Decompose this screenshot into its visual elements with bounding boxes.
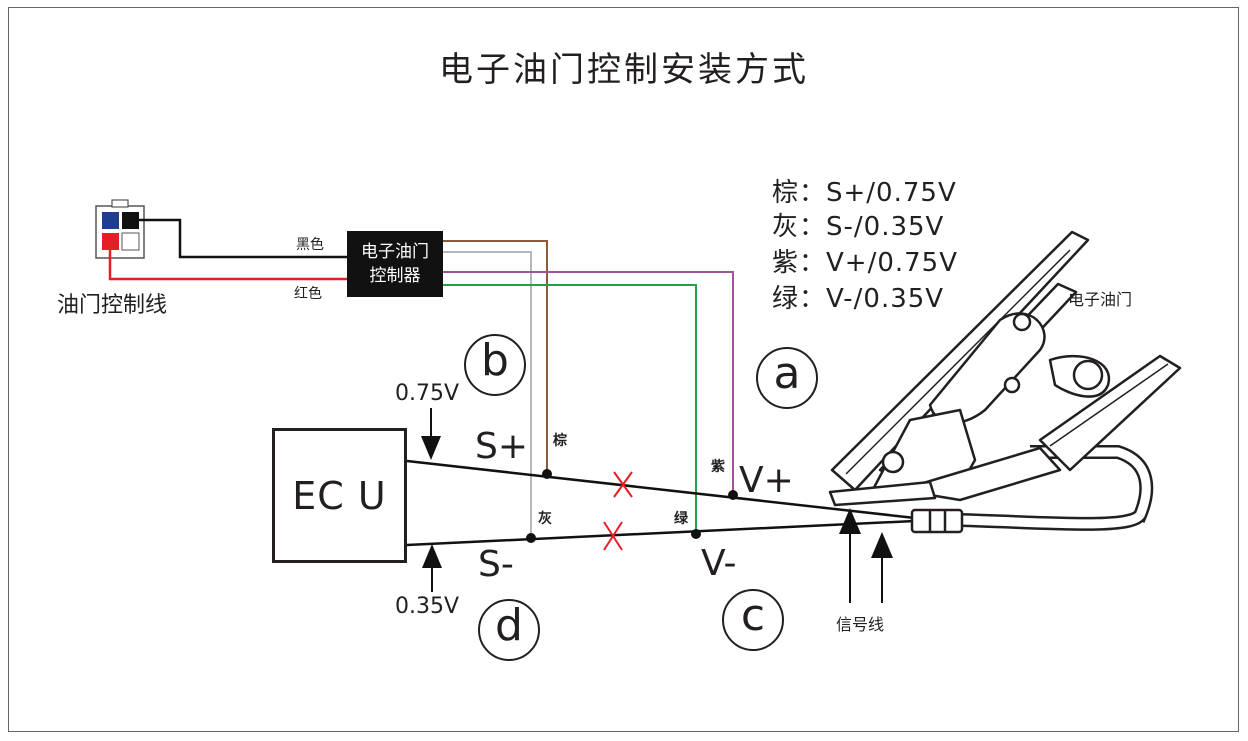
black-wire-label: 黑色 xyxy=(296,237,324,253)
signal-line-label: 信号线 xyxy=(836,615,885,634)
cut-mark-bottom xyxy=(603,521,623,551)
diagram-frame xyxy=(8,7,1239,732)
legend-brown: 棕：S+/0.75V xyxy=(772,178,957,208)
legend-green: 绿：V-/0.35V xyxy=(772,284,945,314)
grey-wire xyxy=(443,251,532,538)
connector-plug xyxy=(95,199,145,259)
throttle-controller-box: 电子油门 控制器 xyxy=(347,231,443,297)
arrow-035v xyxy=(422,544,442,592)
marker-a: a xyxy=(756,347,818,409)
junction-brown xyxy=(542,469,552,479)
signal-v-plus: V+ xyxy=(739,460,794,501)
controller-label-line1: 电子油门 xyxy=(361,242,429,262)
connector-label: 油门控制线 xyxy=(57,293,168,318)
signal-arrow-right xyxy=(871,532,893,603)
signal-s-plus: S+ xyxy=(475,426,529,467)
cut-mark-top xyxy=(613,471,633,498)
signal-s-minus: S- xyxy=(478,544,514,585)
signal-line-top xyxy=(406,459,916,520)
voltage-top-label: 0.75V xyxy=(395,381,460,406)
ecu-label: EC U xyxy=(292,473,387,518)
tag-grey: 灰 xyxy=(538,511,552,527)
tag-purple: 紫 xyxy=(711,459,725,475)
legend-grey: 灰：S-/0.35V xyxy=(772,212,945,242)
diagram-title: 电子油门控制安装方式 xyxy=(439,50,809,90)
legend-purple: 紫：V+/0.75V xyxy=(772,248,959,278)
junction-grey xyxy=(526,533,536,543)
green-wire xyxy=(443,284,697,534)
marker-b: b xyxy=(464,334,526,396)
junction-green xyxy=(691,529,701,539)
arrow-075v xyxy=(421,408,441,460)
ecu-box: EC U xyxy=(272,428,407,563)
junction-purple xyxy=(728,490,738,500)
controller-label-line2: 控制器 xyxy=(369,266,421,286)
signal-v-minus: V- xyxy=(701,543,737,584)
signal-arrow-left xyxy=(839,508,861,603)
pedal-label: 电子油门 xyxy=(1068,290,1133,309)
marker-c: c xyxy=(722,589,784,651)
tag-brown: 棕 xyxy=(553,433,567,449)
signal-line-bottom xyxy=(406,519,916,547)
red-wire xyxy=(108,250,347,281)
purple-wire xyxy=(443,271,734,495)
brown-wire xyxy=(443,240,548,474)
throttle-pedal-image xyxy=(828,230,1182,534)
black-wire xyxy=(139,218,347,259)
tag-green: 绿 xyxy=(674,511,688,527)
red-wire-label: 红色 xyxy=(294,286,322,302)
marker-d: d xyxy=(478,599,540,661)
voltage-bottom-label: 0.35V xyxy=(395,594,460,619)
